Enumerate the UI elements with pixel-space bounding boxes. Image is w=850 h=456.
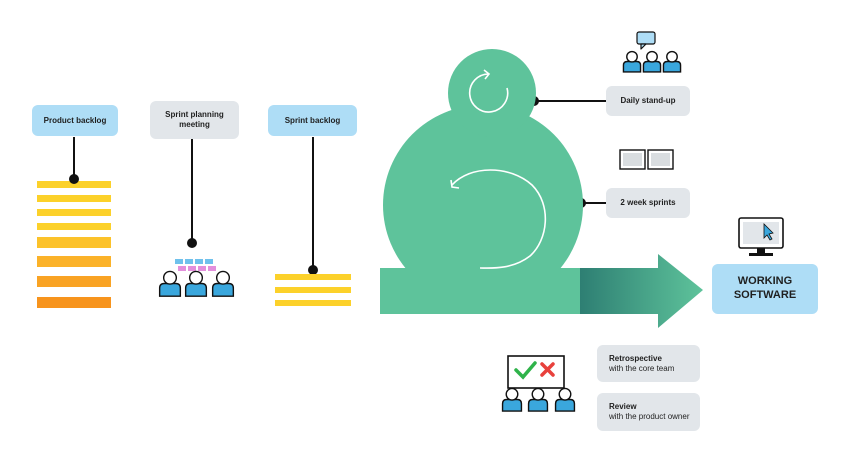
- daily-loop-arrow: [468, 73, 509, 113]
- connector-dot: [187, 238, 197, 248]
- two-week-sprints-label: 2 week sprints: [606, 188, 690, 218]
- sticky-note: [175, 259, 183, 264]
- backlog-bar: [37, 237, 111, 248]
- person-icon: [158, 270, 182, 297]
- review-label: Review with the product owner: [597, 393, 700, 431]
- sticky-note: [178, 266, 186, 271]
- monitor-icon: [619, 149, 674, 170]
- sticky-notes: [175, 259, 216, 271]
- sticky-note: [205, 259, 213, 264]
- backlog-bar: [37, 223, 111, 230]
- backlog-bar: [37, 195, 111, 202]
- daily-loop-head: [483, 69, 491, 80]
- backlog-bar: [37, 256, 111, 267]
- checkmark-icon: [514, 361, 537, 380]
- arrow-base: [380, 268, 580, 314]
- person-icon: [642, 50, 662, 73]
- sprint-circle: [383, 105, 583, 305]
- person-icon: [622, 50, 642, 73]
- daily-standup-label: Daily stand-up: [606, 86, 690, 116]
- connector-dot: [69, 174, 79, 184]
- retrospective-title: Retrospective: [609, 353, 662, 363]
- retrospective-subtitle: with the core team: [609, 363, 675, 373]
- sticky-note: [198, 266, 206, 271]
- sprint-planning-label: Sprint planning meeting: [150, 101, 239, 139]
- sprint-backlog-bar: [275, 274, 351, 280]
- sprint-loop-arrow: [451, 169, 547, 269]
- person-icon: [527, 387, 549, 412]
- person-icon: [211, 270, 235, 297]
- sticky-note: [185, 259, 193, 264]
- sticky-note: [188, 266, 196, 271]
- person-icon: [662, 50, 682, 73]
- person-icon: [554, 387, 576, 412]
- sticky-note: [195, 259, 203, 264]
- sprint-backlog-stack: [275, 274, 351, 306]
- two-week-sprints-text: 2 week sprints: [620, 198, 676, 207]
- person-icon: [501, 387, 523, 412]
- speech-bubble-icon: [636, 31, 656, 50]
- product-backlog-label: Product backlog: [32, 105, 118, 136]
- backlog-bar: [37, 276, 111, 287]
- sprint-planning-text-line2: meeting: [179, 120, 210, 129]
- working-software-line1: WORKING: [737, 275, 793, 288]
- sprint-planning-text-line1: Sprint planning: [165, 110, 224, 119]
- sprint-backlog-bar: [275, 300, 351, 306]
- sprint-backlog-label: Sprint backlog: [268, 105, 357, 136]
- sprint-loop-head: [450, 179, 460, 189]
- backlog-bar: [37, 297, 111, 308]
- working-software-box: WORKING SOFTWARE: [712, 264, 818, 314]
- backlog-bar: [37, 181, 111, 188]
- daily-circle: [448, 49, 536, 137]
- retrospective-board: [507, 355, 565, 389]
- review-title: Review: [609, 402, 637, 411]
- connector-dot: [308, 265, 318, 275]
- product-backlog-text: Product backlog: [43, 115, 107, 125]
- review-subtitle: with the product owner: [609, 412, 690, 421]
- backlog-bar: [37, 209, 111, 216]
- monitor-icon: [738, 217, 784, 256]
- daily-standup-text: Daily stand-up: [620, 96, 676, 105]
- retrospective-label: Retrospective with the core team: [597, 345, 700, 382]
- cross-icon: [540, 362, 555, 377]
- sticky-note: [208, 266, 216, 271]
- sprint-backlog-bar: [275, 287, 351, 293]
- working-software-line2: SOFTWARE: [733, 289, 797, 301]
- person-icon: [184, 270, 208, 297]
- cursor-icon: [763, 223, 774, 241]
- sprint-backlog-text: Sprint backlog: [284, 115, 341, 125]
- product-backlog-stack: [37, 181, 111, 308]
- sprint-cycle: [380, 49, 703, 328]
